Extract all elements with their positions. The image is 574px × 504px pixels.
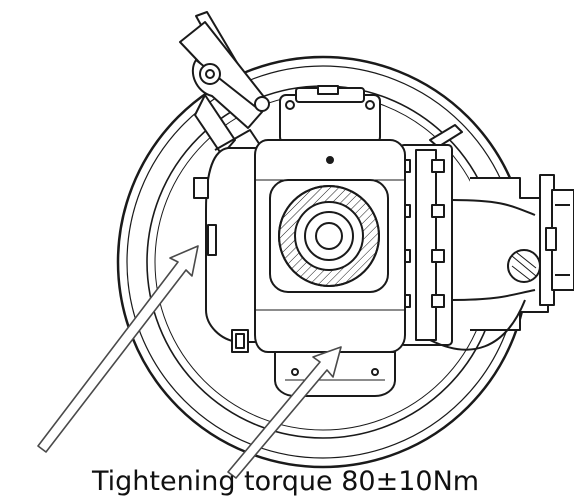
top-housing (279, 85, 381, 144)
output-shaft-section (269, 179, 389, 293)
torque-caption: Tightening torque 80±10Nm (92, 466, 480, 497)
bottom-torque-arrow (227, 346, 342, 479)
cable-pipe (429, 199, 541, 351)
flange-plate (397, 144, 453, 346)
left-torque-arrow (37, 245, 199, 453)
top-lever-arm (179, 11, 271, 161)
